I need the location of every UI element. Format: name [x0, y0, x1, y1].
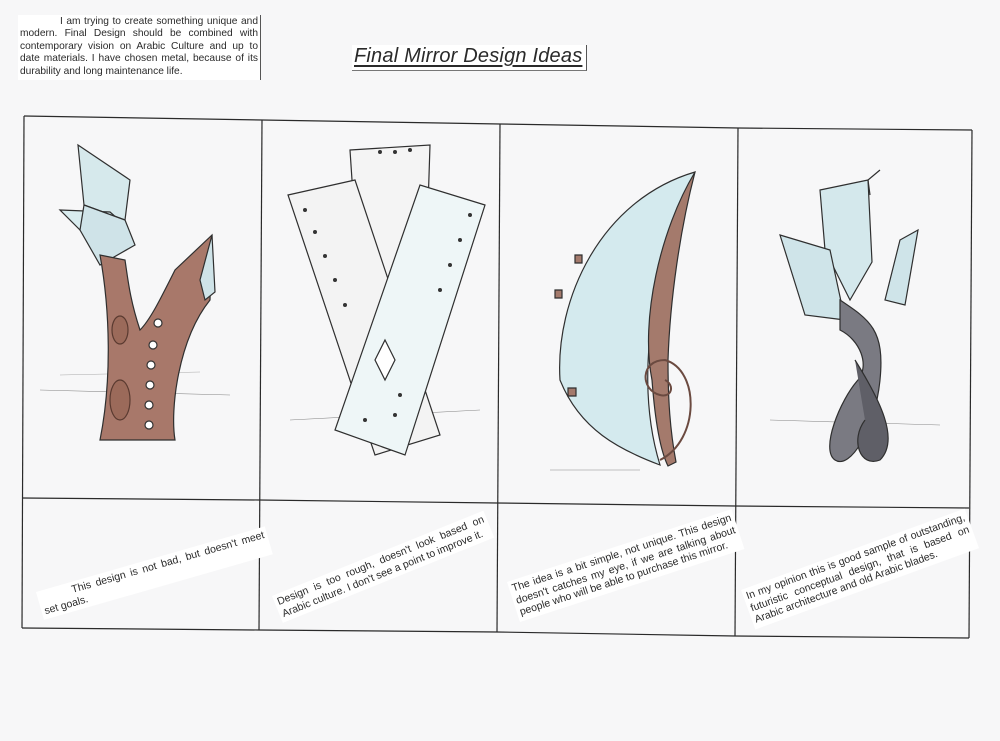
- design-sketch-2: [287, 144, 486, 456]
- page-title: Final Mirror Design Ideas: [352, 45, 588, 71]
- design-sketch-3: [550, 171, 697, 471]
- design-sketch-1: [39, 143, 231, 441]
- design-sketch-4: [769, 169, 941, 463]
- intro-text: I am trying to create something unique a…: [18, 15, 261, 81]
